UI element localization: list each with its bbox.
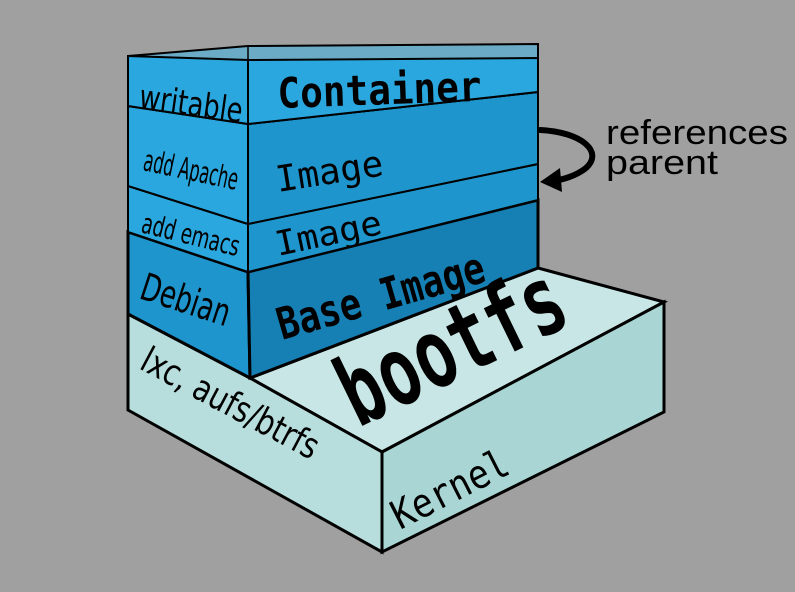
kernel-slab [126, 266, 669, 555]
container-front-face [247, 56, 539, 126]
base-image-layer [126, 198, 540, 381]
arrow-head-icon [540, 168, 562, 192]
container-layer [127, 42, 539, 126]
kernel-front-face [380, 299, 666, 555]
references-parent-annotation: references parent [537, 114, 788, 192]
apache-image-layer [127, 90, 539, 226]
annotation-line-2: parent [606, 144, 719, 182]
annotation-line-1: references [606, 114, 788, 152]
curved-arrow-icon [537, 127, 596, 184]
container-front-label: Container [277, 62, 483, 118]
